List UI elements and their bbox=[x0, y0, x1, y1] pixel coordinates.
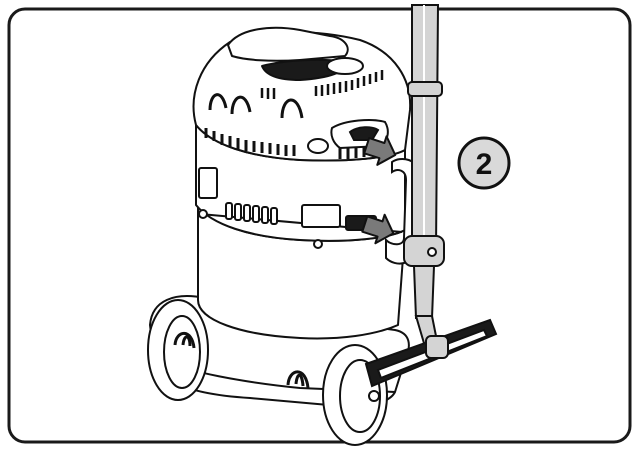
tube-coupling bbox=[407, 81, 443, 97]
lower-vent bbox=[225, 202, 278, 225]
side-label-left bbox=[198, 167, 218, 199]
rib bbox=[208, 93, 228, 111]
head-ribs bbox=[208, 93, 304, 119]
base-grips bbox=[173, 331, 310, 389]
rib bbox=[280, 98, 304, 119]
rib bbox=[230, 95, 252, 115]
side-label-mid bbox=[301, 204, 341, 228]
latch-knob bbox=[198, 209, 208, 219]
carry-handle bbox=[227, 26, 349, 62]
tube-clamp bbox=[403, 235, 445, 267]
step-number: 2 bbox=[476, 148, 493, 181]
vent-band bbox=[204, 128, 366, 159]
arrow-right-icon bbox=[363, 135, 397, 166]
upper-latch bbox=[307, 138, 329, 154]
arrow-upper bbox=[363, 135, 397, 166]
top-grille bbox=[260, 70, 384, 99]
latch-knobs bbox=[198, 138, 329, 249]
step-badge: 2 bbox=[457, 136, 511, 190]
wheel-left-hub bbox=[163, 315, 201, 389]
filter-cap bbox=[326, 57, 364, 75]
arrow-right-icon bbox=[361, 213, 395, 245]
wheel-axle bbox=[368, 390, 380, 402]
latch-knob bbox=[313, 239, 323, 249]
floor-nozzle bbox=[364, 318, 498, 388]
wheels bbox=[147, 299, 388, 446]
suction-tube bbox=[403, 4, 445, 352]
arrow-lower bbox=[361, 213, 395, 245]
